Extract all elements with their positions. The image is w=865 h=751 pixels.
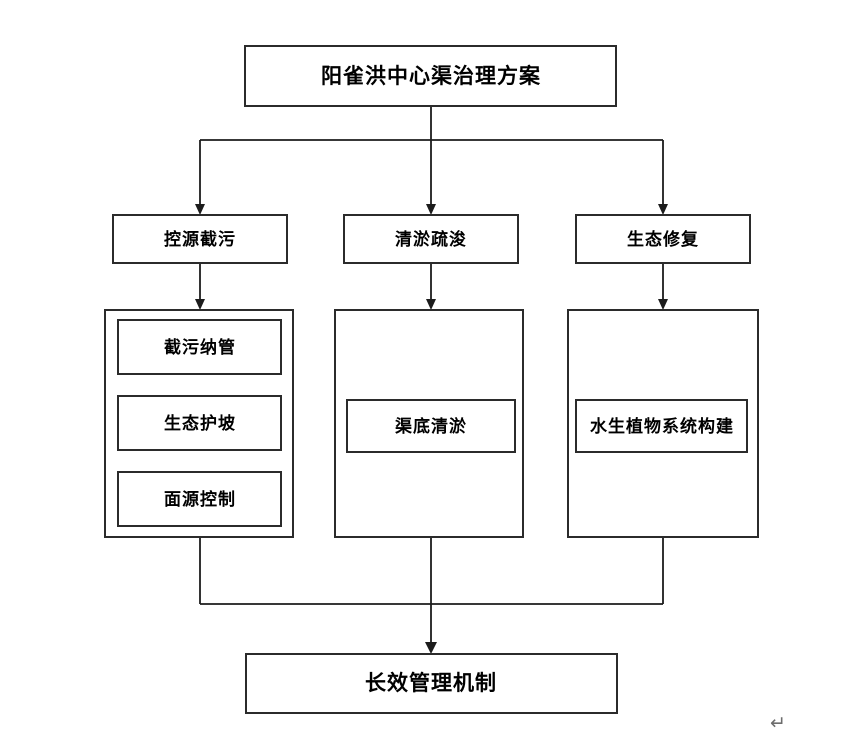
node-branch-2[interactable]: 清淤疏浚	[343, 214, 519, 264]
footer-label: 长效管理机制	[365, 671, 497, 695]
arrow-head-branch-1	[195, 204, 205, 215]
leaf-1-1-box[interactable]	[117, 319, 282, 375]
leaf-1-2-label: 生态护坡	[164, 413, 236, 434]
branch-1-label: 控源截污	[164, 229, 236, 250]
arrow-head-group-2	[426, 299, 436, 310]
node-footer[interactable]: 长效管理机制	[245, 653, 618, 714]
branch-1-box[interactable]	[112, 214, 288, 264]
node-branch-1[interactable]: 控源截污	[112, 214, 288, 264]
branch-2-box[interactable]	[343, 214, 519, 264]
branch-2-label: 清淤疏浚	[395, 229, 467, 250]
connector-layer	[195, 106, 668, 654]
leaf-3-1-label: 水生植物系统构建	[590, 416, 734, 437]
leaf-3-1-box[interactable]	[575, 399, 748, 453]
node-leaf-3-1[interactable]: 水生植物系统构建	[575, 399, 748, 453]
leaf-1-2-box[interactable]	[117, 395, 282, 451]
group-container-2: 渠底清淤	[334, 309, 524, 538]
node-leaf-1-2[interactable]: 生态护坡	[117, 395, 282, 451]
leaf-1-3-label: 面源控制	[164, 489, 236, 510]
arrow-head-group-3	[658, 299, 668, 310]
root-label: 阳雀洪中心渠治理方案	[321, 64, 541, 88]
root-box[interactable]	[244, 45, 617, 107]
footer-box[interactable]	[245, 653, 618, 714]
branch-3-label: 生态修复	[627, 229, 699, 250]
arrow-head-footer	[425, 642, 437, 654]
arrow-head-branch-2	[426, 204, 436, 215]
node-leaf-2-1[interactable]: 渠底清淤	[346, 399, 516, 453]
leaf-2-1-label: 渠底清淤	[394, 416, 467, 437]
node-branch-3[interactable]: 生态修复	[575, 214, 751, 264]
arrow-head-branch-3	[658, 204, 668, 215]
node-root[interactable]: 阳雀洪中心渠治理方案	[244, 45, 617, 107]
leaf-2-1-box[interactable]	[346, 399, 516, 453]
arrow-head-group-1	[195, 299, 205, 310]
node-leaf-1-3[interactable]: 面源控制	[117, 471, 282, 527]
paragraph-return-mark: ↵	[770, 712, 786, 734]
leaf-1-1-label: 截污纳管	[164, 337, 236, 358]
leaf-1-3-box[interactable]	[117, 471, 282, 527]
branch-3-box[interactable]	[575, 214, 751, 264]
group-container-3: 水生植物系统构建	[567, 309, 759, 538]
group-container-1: 截污纳管 生态护坡 面源控制	[104, 309, 294, 538]
node-leaf-1-1[interactable]: 截污纳管	[117, 319, 282, 375]
